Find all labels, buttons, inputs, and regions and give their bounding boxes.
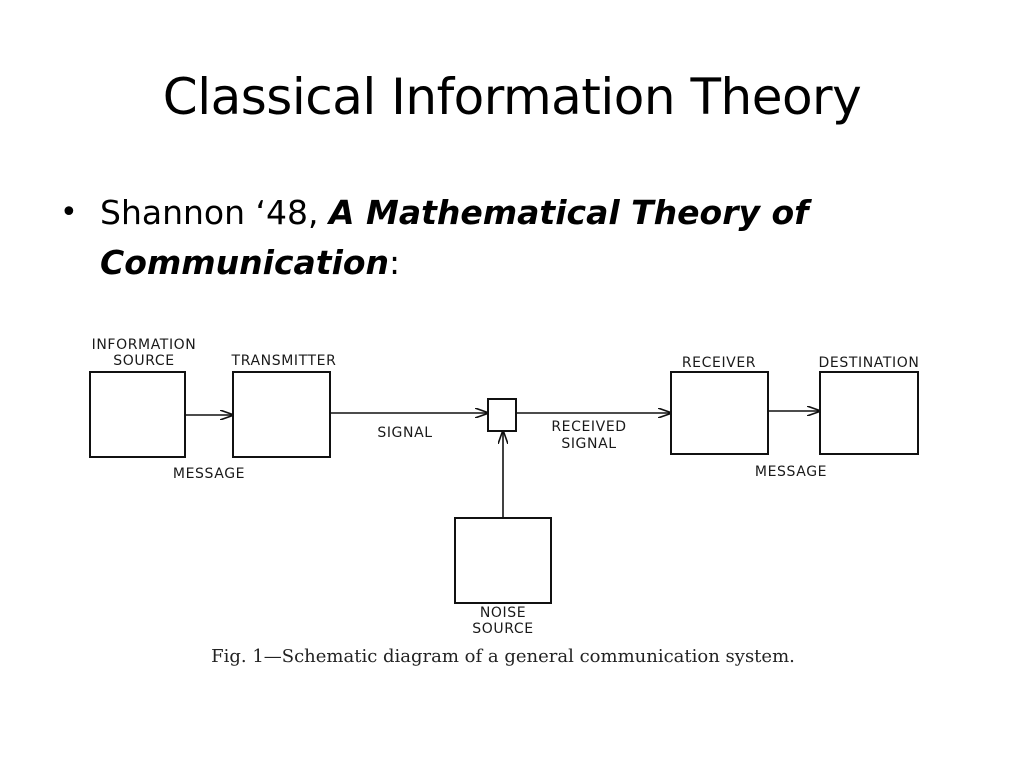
communication-system-diagram: INFORMATION SOURCE TRANSMITTER RECEIVER … — [89, 337, 920, 667]
figure-caption: Fig. 1—Schematic diagram of a general co… — [211, 646, 795, 667]
noise-junction-block — [487, 398, 517, 432]
bullet-dot-icon: • — [60, 195, 78, 230]
communication-system-figure: INFORMATION SOURCE TRANSMITTER RECEIVER … — [0, 325, 1024, 675]
receiver-block — [670, 371, 769, 455]
received-signal-label-line1: RECEIVED — [551, 419, 626, 435]
noise-source-label-line2: SOURCE — [472, 621, 533, 637]
information-source-label-line1: INFORMATION — [92, 337, 197, 353]
paper-title: A Mathematical Theory of Communication — [100, 193, 809, 282]
information-source-block — [89, 371, 186, 458]
message-in-label: MESSAGE — [173, 466, 245, 482]
slide-title: Classical Information Theory — [162, 68, 862, 126]
signal-label: SIGNAL — [377, 425, 432, 441]
receiver-label: RECEIVER — [682, 355, 756, 371]
bullet-list: • Shannon ‘48, A Mathematical Theory of … — [60, 188, 960, 288]
bullet-item-shannon: • Shannon ‘48, A Mathematical Theory of … — [60, 188, 960, 288]
destination-label: DESTINATION — [819, 355, 920, 371]
noise-source-block — [454, 517, 552, 604]
bullet-prefix: Shannon ‘48, — [100, 193, 329, 232]
transmitter-label: TRANSMITTER — [231, 353, 337, 369]
noise-source-label-line1: NOISE — [480, 605, 526, 621]
destination-block — [819, 371, 919, 455]
information-source-label-line2: SOURCE — [113, 353, 174, 369]
bullet-suffix: : — [389, 243, 401, 282]
transmitter-block — [232, 371, 331, 458]
received-signal-label-line2: SIGNAL — [561, 436, 616, 452]
message-out-label: MESSAGE — [755, 464, 827, 480]
